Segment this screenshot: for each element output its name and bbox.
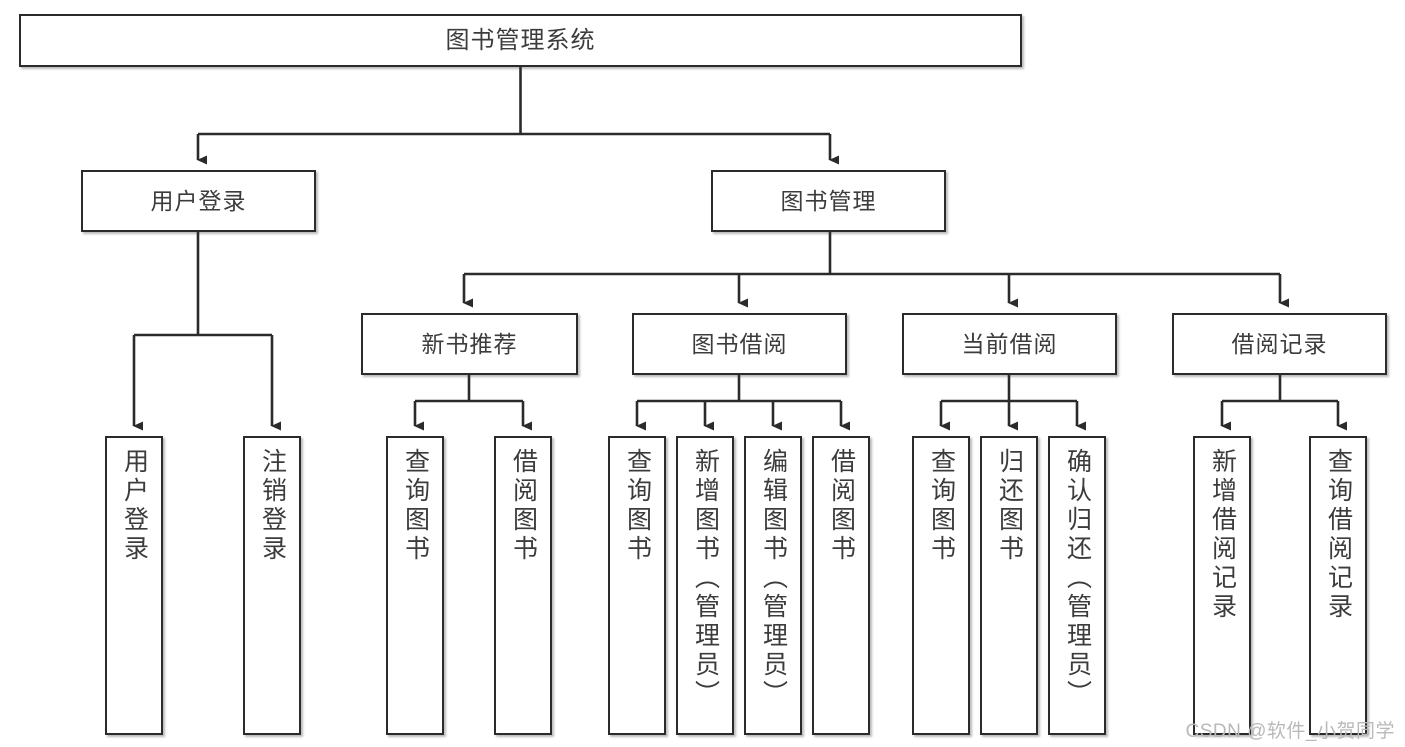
node-leaf-query-borrow-record[interactable]: 查询借阅记录 bbox=[1309, 436, 1367, 735]
node-label: 新增借阅记录 bbox=[1208, 448, 1237, 622]
node-leaf-borrow-book[interactable]: 借阅图书 bbox=[812, 436, 870, 735]
node-label: 确认归还（管理员） bbox=[1063, 448, 1092, 709]
node-label: 查询图书 bbox=[623, 448, 652, 564]
node-label: 归还图书 bbox=[995, 448, 1024, 564]
node-label: 新增图书（管理员） bbox=[691, 448, 720, 709]
node-label: 借阅图书 bbox=[827, 448, 856, 564]
node-borrow-record[interactable]: 借阅记录 bbox=[1172, 313, 1387, 375]
node-leaf-add-borrow-record[interactable]: 新增借阅记录 bbox=[1193, 436, 1251, 735]
node-label: 查询图书 bbox=[927, 448, 956, 564]
node-label: 新书推荐 bbox=[421, 330, 518, 357]
node-book-manage[interactable]: 图书管理 bbox=[711, 170, 946, 232]
node-label: 图书管理系统 bbox=[445, 26, 596, 54]
node-label: 图书借阅 bbox=[691, 330, 788, 357]
node-label: 当前借阅 bbox=[961, 330, 1058, 357]
node-label: 借阅图书 bbox=[509, 448, 538, 564]
node-current-borrow[interactable]: 当前借阅 bbox=[902, 313, 1117, 375]
node-label: 用户登录 bbox=[120, 448, 149, 564]
node-leaf-return-book[interactable]: 归还图书 bbox=[980, 436, 1038, 735]
node-leaf-user-login[interactable]: 用户登录 bbox=[105, 436, 163, 735]
node-book-borrow[interactable]: 图书借阅 bbox=[632, 313, 847, 375]
node-label: 图书管理 bbox=[780, 187, 877, 214]
node-label: 查询图书 bbox=[401, 448, 430, 564]
node-new-book-recommend[interactable]: 新书推荐 bbox=[361, 313, 578, 375]
node-leaf-query-book-current[interactable]: 查询图书 bbox=[912, 436, 970, 735]
node-label: 注销登录 bbox=[258, 448, 287, 564]
node-leaf-query-book-borrow[interactable]: 查询图书 bbox=[608, 436, 666, 735]
node-label: 用户登录 bbox=[150, 187, 247, 214]
node-leaf-query-book-recommend[interactable]: 查询图书 bbox=[386, 436, 444, 735]
node-user-login[interactable]: 用户登录 bbox=[81, 170, 316, 232]
node-label: 编辑图书（管理员） bbox=[759, 448, 788, 709]
node-leaf-borrow-book-recommend[interactable]: 借阅图书 bbox=[494, 436, 552, 735]
node-root-book-management-system[interactable]: 图书管理系统 bbox=[19, 14, 1022, 67]
node-leaf-confirm-return-admin[interactable]: 确认归还（管理员） bbox=[1048, 436, 1106, 735]
node-label: 查询借阅记录 bbox=[1324, 448, 1353, 622]
node-leaf-logout-login[interactable]: 注销登录 bbox=[243, 436, 301, 735]
node-label: 借阅记录 bbox=[1231, 330, 1328, 357]
node-leaf-edit-book-admin[interactable]: 编辑图书（管理员） bbox=[744, 436, 802, 735]
node-leaf-add-book-admin[interactable]: 新增图书（管理员） bbox=[676, 436, 734, 735]
